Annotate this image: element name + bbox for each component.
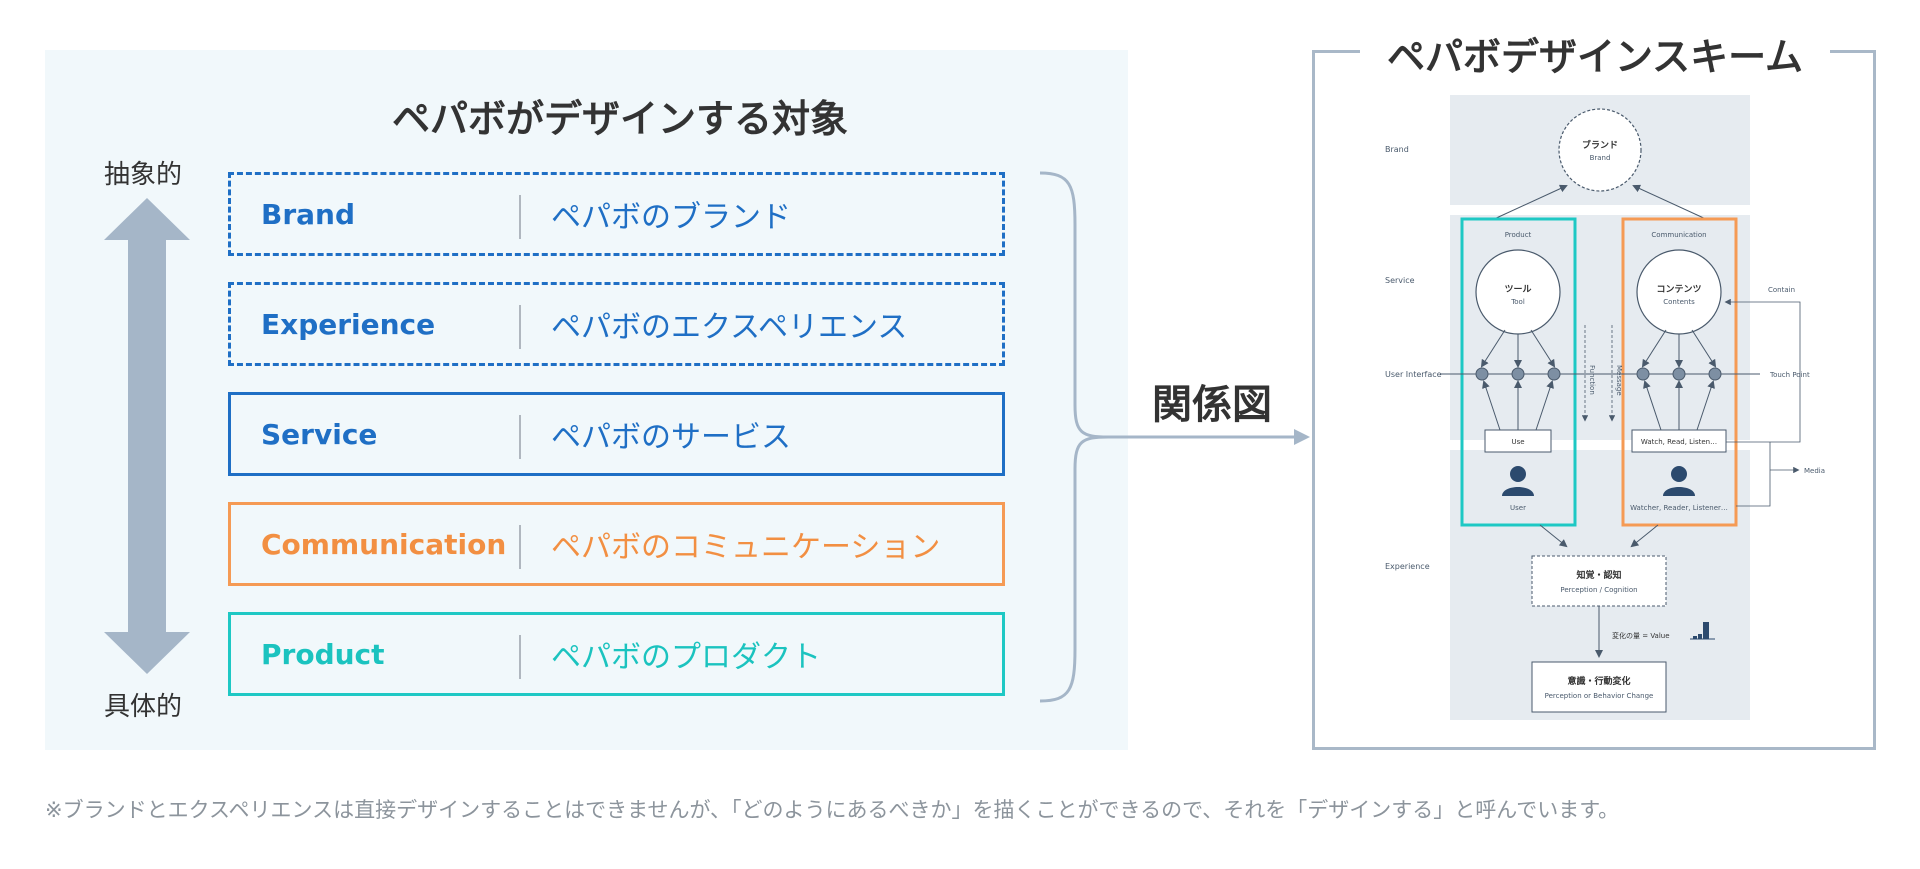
layer-product-en: Product: [261, 637, 385, 671]
use-box: [1484, 429, 1552, 453]
communication-column: [1621, 217, 1738, 527]
function-label: Function: [1588, 365, 1596, 395]
row-label-ui: User Interface: [1385, 370, 1442, 379]
scheme-diagram: Brand Service User Interface Experience …: [1385, 95, 1825, 720]
layer-experience-en: Experience: [261, 307, 436, 341]
layer-service: Service ペパボのサービス: [228, 392, 1005, 476]
layer-brand-jp: ペパボのブランド: [551, 200, 791, 235]
relation-label: 関係図: [1152, 382, 1272, 428]
watch-box: [1631, 429, 1727, 453]
layer-product: Product ペパボのプロダクト: [228, 612, 1005, 696]
abstract-concrete-arrow: [104, 198, 190, 674]
use-label: Use: [1511, 438, 1524, 446]
message-label: Message: [1615, 365, 1623, 396]
concrete-label: 具体的: [104, 692, 183, 722]
perception-en: Perception / Cognition: [1560, 586, 1637, 594]
perception-box: [1531, 555, 1667, 607]
perception-jp: 知覚・認知: [1575, 569, 1621, 581]
contain-label: Contain: [1768, 286, 1795, 294]
watch-label: Watch, Read, Listen…: [1641, 438, 1717, 446]
layer-brand-en: Brand: [261, 197, 356, 231]
touch-point-label: Touch Point: [1769, 371, 1810, 379]
behavior-box: [1531, 661, 1667, 713]
layer-product-jp: ペパボのプロダクト: [551, 640, 821, 675]
layer-service-en: Service: [261, 417, 378, 451]
layer-experience: Experience ペパボのエクスペリエンス: [228, 282, 1005, 366]
scheme-title: ペパボデザインスキーム: [1386, 35, 1804, 79]
product-header: Product: [1505, 231, 1532, 239]
layer-service-jp: ペパボのサービス: [551, 420, 791, 455]
brand-node-en: Brand: [1590, 154, 1611, 162]
behavior-en: Perception or Behavior Change: [1545, 692, 1654, 700]
layer-separator: [519, 635, 521, 679]
brace-arrow: [1039, 171, 1310, 703]
layer-brand: Brand ペパボのブランド: [228, 172, 1005, 256]
communication-header: Communication: [1651, 231, 1706, 239]
footnote: ※ブランドとエクスペリエンスは直接デザインすることはできませんが、「どのようにあ…: [45, 798, 1620, 822]
watcher-label: Watcher, Reader, Listener…: [1630, 504, 1728, 512]
tool-node-jp: ツール: [1504, 284, 1531, 295]
layer-communication: Communication ペパボのコミュニケーション: [228, 502, 1005, 586]
behavior-jp: 意識・行動変化: [1567, 675, 1630, 687]
value-label: 変化の量 = Value: [1612, 631, 1670, 640]
scheme-title-backdrop: [1360, 22, 1830, 72]
abstract-label: 抽象的: [104, 160, 183, 190]
row-label-brand: Brand: [1385, 145, 1409, 154]
product-column: [1460, 217, 1577, 527]
row-label-service: Service: [1385, 276, 1415, 285]
contents-node-en: Contents: [1663, 298, 1695, 306]
user-icon-communication: [1663, 466, 1695, 496]
user-icon-product: [1502, 466, 1534, 496]
brand-circle: [1558, 108, 1642, 192]
layer-separator: [519, 415, 521, 459]
contents-node-jp: コンテンツ: [1656, 284, 1701, 295]
layer-separator: [519, 305, 521, 349]
row-label-experience: Experience: [1385, 562, 1430, 571]
tool-node-en: Tool: [1510, 298, 1525, 306]
value-bars-icon: [1693, 622, 1709, 639]
layer-communication-en: Communication: [261, 527, 507, 561]
left-panel: [45, 50, 1128, 750]
left-title: ペパボがデザインする対象: [391, 97, 848, 141]
layer-experience-jp: ペパボのエクスペリエンス: [551, 310, 908, 345]
layer-separator: [519, 195, 521, 239]
layer-communication-jp: ペパボのコミュニケーション: [551, 530, 941, 565]
layer-separator: [519, 525, 521, 569]
media-label: Media: [1804, 467, 1825, 475]
brand-node-jp: ブランド: [1582, 139, 1618, 151]
user-label: User: [1510, 504, 1526, 512]
